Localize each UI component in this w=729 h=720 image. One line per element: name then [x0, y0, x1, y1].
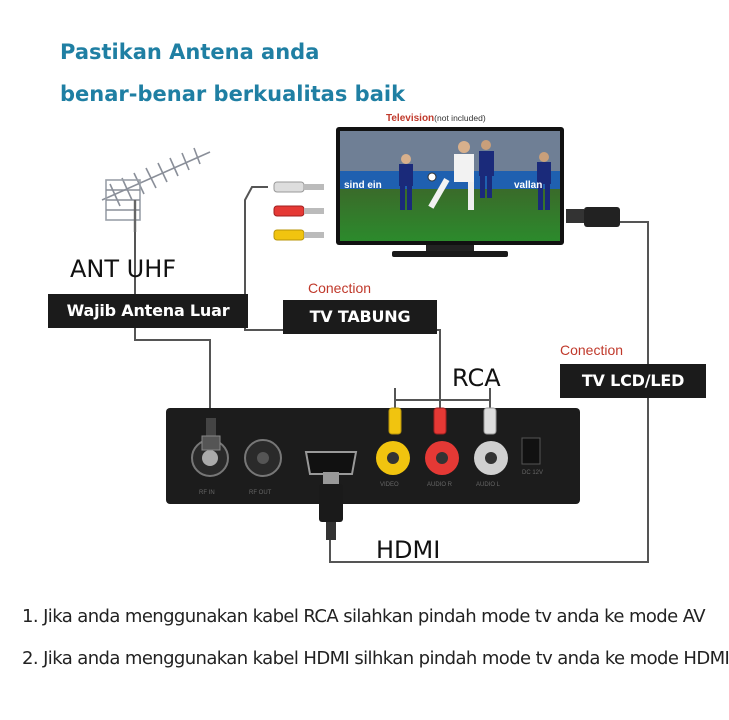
headline-line-2: benar-benar berkualitas baik	[60, 82, 406, 106]
tv-lcd-led-badge: TV LCD/LED	[560, 364, 706, 398]
antenna-plug-icon	[201, 418, 221, 451]
antenna-badge: Wajib Antena Luar	[48, 294, 248, 328]
port-dc-label: DC 12V	[522, 470, 544, 476]
hdmi-cable	[329, 221, 649, 563]
port-audio-l-label: AUDIO L	[476, 482, 501, 488]
hdmi-plug-stb-icon	[319, 472, 343, 540]
lcd-conection-label: Conection	[560, 342, 624, 358]
note-hdmi: 2. Jika anda menggunakan kabel HDMI silh…	[22, 648, 729, 669]
hdmi-plug-tv-icon	[566, 207, 620, 227]
antenna-cable	[134, 228, 211, 440]
rca-label: RCA	[452, 364, 501, 392]
tv-stand-base	[392, 251, 508, 257]
port-rf-out-label: RF OUT	[249, 490, 272, 496]
stb-ports-drawing	[191, 437, 541, 477]
set-top-box: RF IN RF OUT VIDEO AUDIO R AUDIO L DC 12…	[166, 408, 580, 504]
headline-line-1: Pastikan Antena anda	[60, 40, 320, 64]
rca-cable	[244, 186, 441, 388]
tv-tabung-badge: TV TABUNG	[283, 300, 437, 334]
tv-stand-neck	[426, 245, 474, 251]
tv-ad-right: vallan	[514, 180, 543, 191]
tv-caption-note: (not included)	[434, 113, 486, 123]
port-rf-in-label: RF IN	[199, 490, 215, 496]
ant-uhf-label: ANT UHF	[70, 255, 177, 283]
tabung-conection-label: Conection	[308, 280, 372, 296]
rca-plugs-tv	[273, 181, 324, 241]
rca-branch	[394, 388, 491, 401]
tv-caption-main: Television	[386, 113, 435, 124]
uhf-antenna-icon	[101, 147, 211, 232]
port-video-label: VIDEO	[380, 482, 399, 488]
tv-ad-left: sind ein	[344, 180, 382, 191]
port-audio-r-label: AUDIO R	[427, 482, 453, 488]
tv-screen-image	[340, 131, 560, 241]
rca-plugs-stb	[388, 407, 497, 435]
hdmi-label: HDMI	[376, 536, 441, 564]
tv-caption: Television(not included)	[386, 113, 486, 124]
television: sind ein vallan	[336, 127, 564, 245]
note-rca-av: 1. Jika anda menggunakan kabel RCA silah…	[22, 606, 706, 627]
